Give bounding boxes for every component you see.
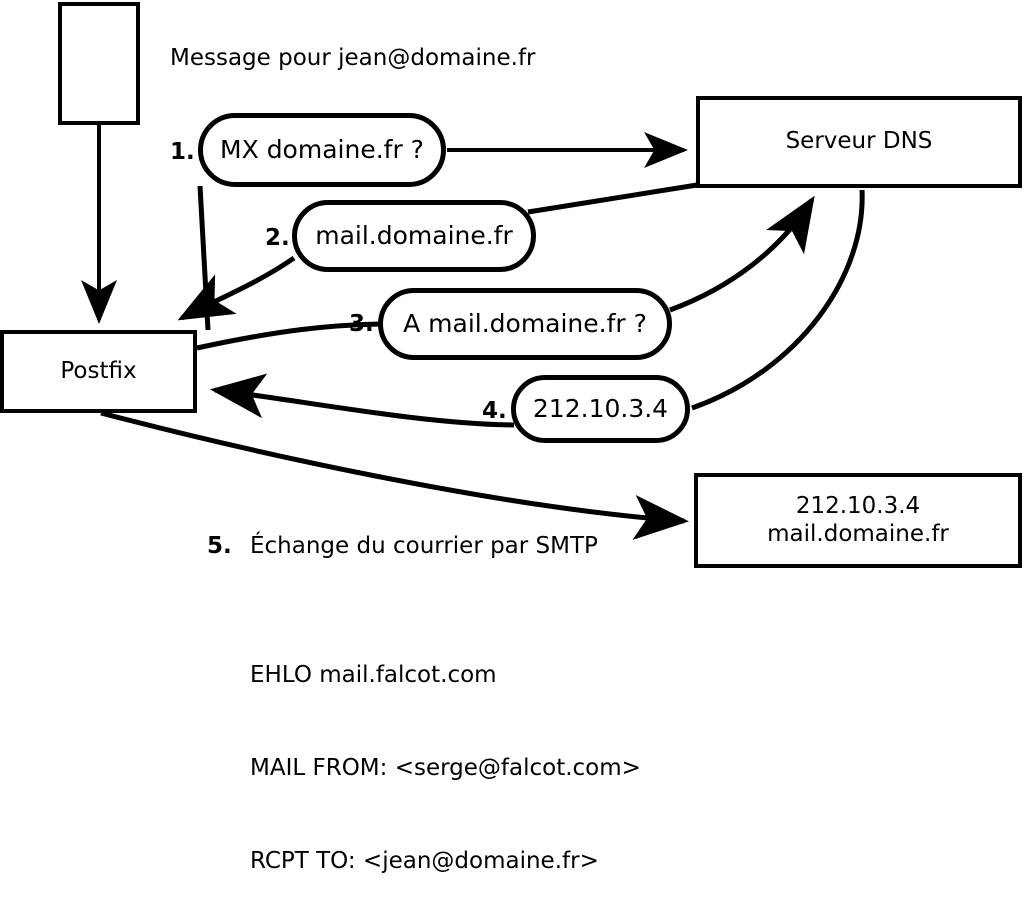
node-postfix[interactable]: Postfix [0, 330, 197, 413]
bubble-mx-answer-label: mail.domaine.fr [315, 221, 513, 251]
smtp-line: EHLO mail.falcot.com [250, 662, 497, 688]
wire-bubble2-to-postfix [177, 255, 296, 321]
bubble-mx-query-label: MX domaine.fr ? [220, 135, 424, 165]
bubble-a-query[interactable]: A mail.domaine.fr ? [378, 288, 672, 360]
step-number-3: 3. [349, 311, 374, 337]
node-mua[interactable] [58, 2, 140, 125]
step-number-1: 1. [170, 139, 195, 165]
node-mail-server-ip: 212.10.3.4 [795, 493, 921, 520]
bubble-a-answer-label: 212.10.3.4 [532, 394, 669, 424]
bubble-mx-answer[interactable]: mail.domaine.fr [292, 200, 536, 272]
message-title: Message pour jean@domaine.fr [170, 45, 536, 71]
wire-bubble3-to-dns [669, 195, 815, 313]
wire-dns-to-bubble2 [527, 182, 698, 215]
node-postfix-label: Postfix [60, 357, 137, 384]
wire-bubble4-to-postfix [210, 373, 515, 428]
bubble-mx-query[interactable]: MX domaine.fr ? [198, 113, 446, 187]
wire-dns-to-bubble4 [691, 189, 865, 411]
smtp-line: RCPT TO: <jean@domaine.fr> [250, 848, 599, 874]
step-5-label: Échange du courrier par SMTP [250, 533, 598, 559]
step-number-5: 5. [207, 533, 232, 559]
smtp-line: MAIL FROM: <serge@falcot.com> [250, 755, 641, 781]
bubble-a-answer[interactable]: 212.10.3.4 [511, 375, 690, 443]
wire-postfix-to-mailserver [100, 410, 689, 540]
node-mail-server-host: mail.domaine.fr [767, 520, 949, 547]
wire-postfix-to-bubble3 [196, 321, 381, 351]
node-mail-server[interactable]: 212.10.3.4 mail.domaine.fr [694, 473, 1022, 568]
step-number-4: 4. [482, 398, 507, 424]
step-number-2: 2. [265, 225, 290, 251]
bubble-a-query-label: A mail.domaine.fr ? [403, 309, 647, 339]
node-dns-server[interactable]: Serveur DNS [696, 96, 1022, 188]
smtp-transcript: EHLO mail.falcot.com MAIL FROM: <serge@f… [250, 598, 641, 919]
node-dns-server-label: Serveur DNS [785, 128, 933, 155]
